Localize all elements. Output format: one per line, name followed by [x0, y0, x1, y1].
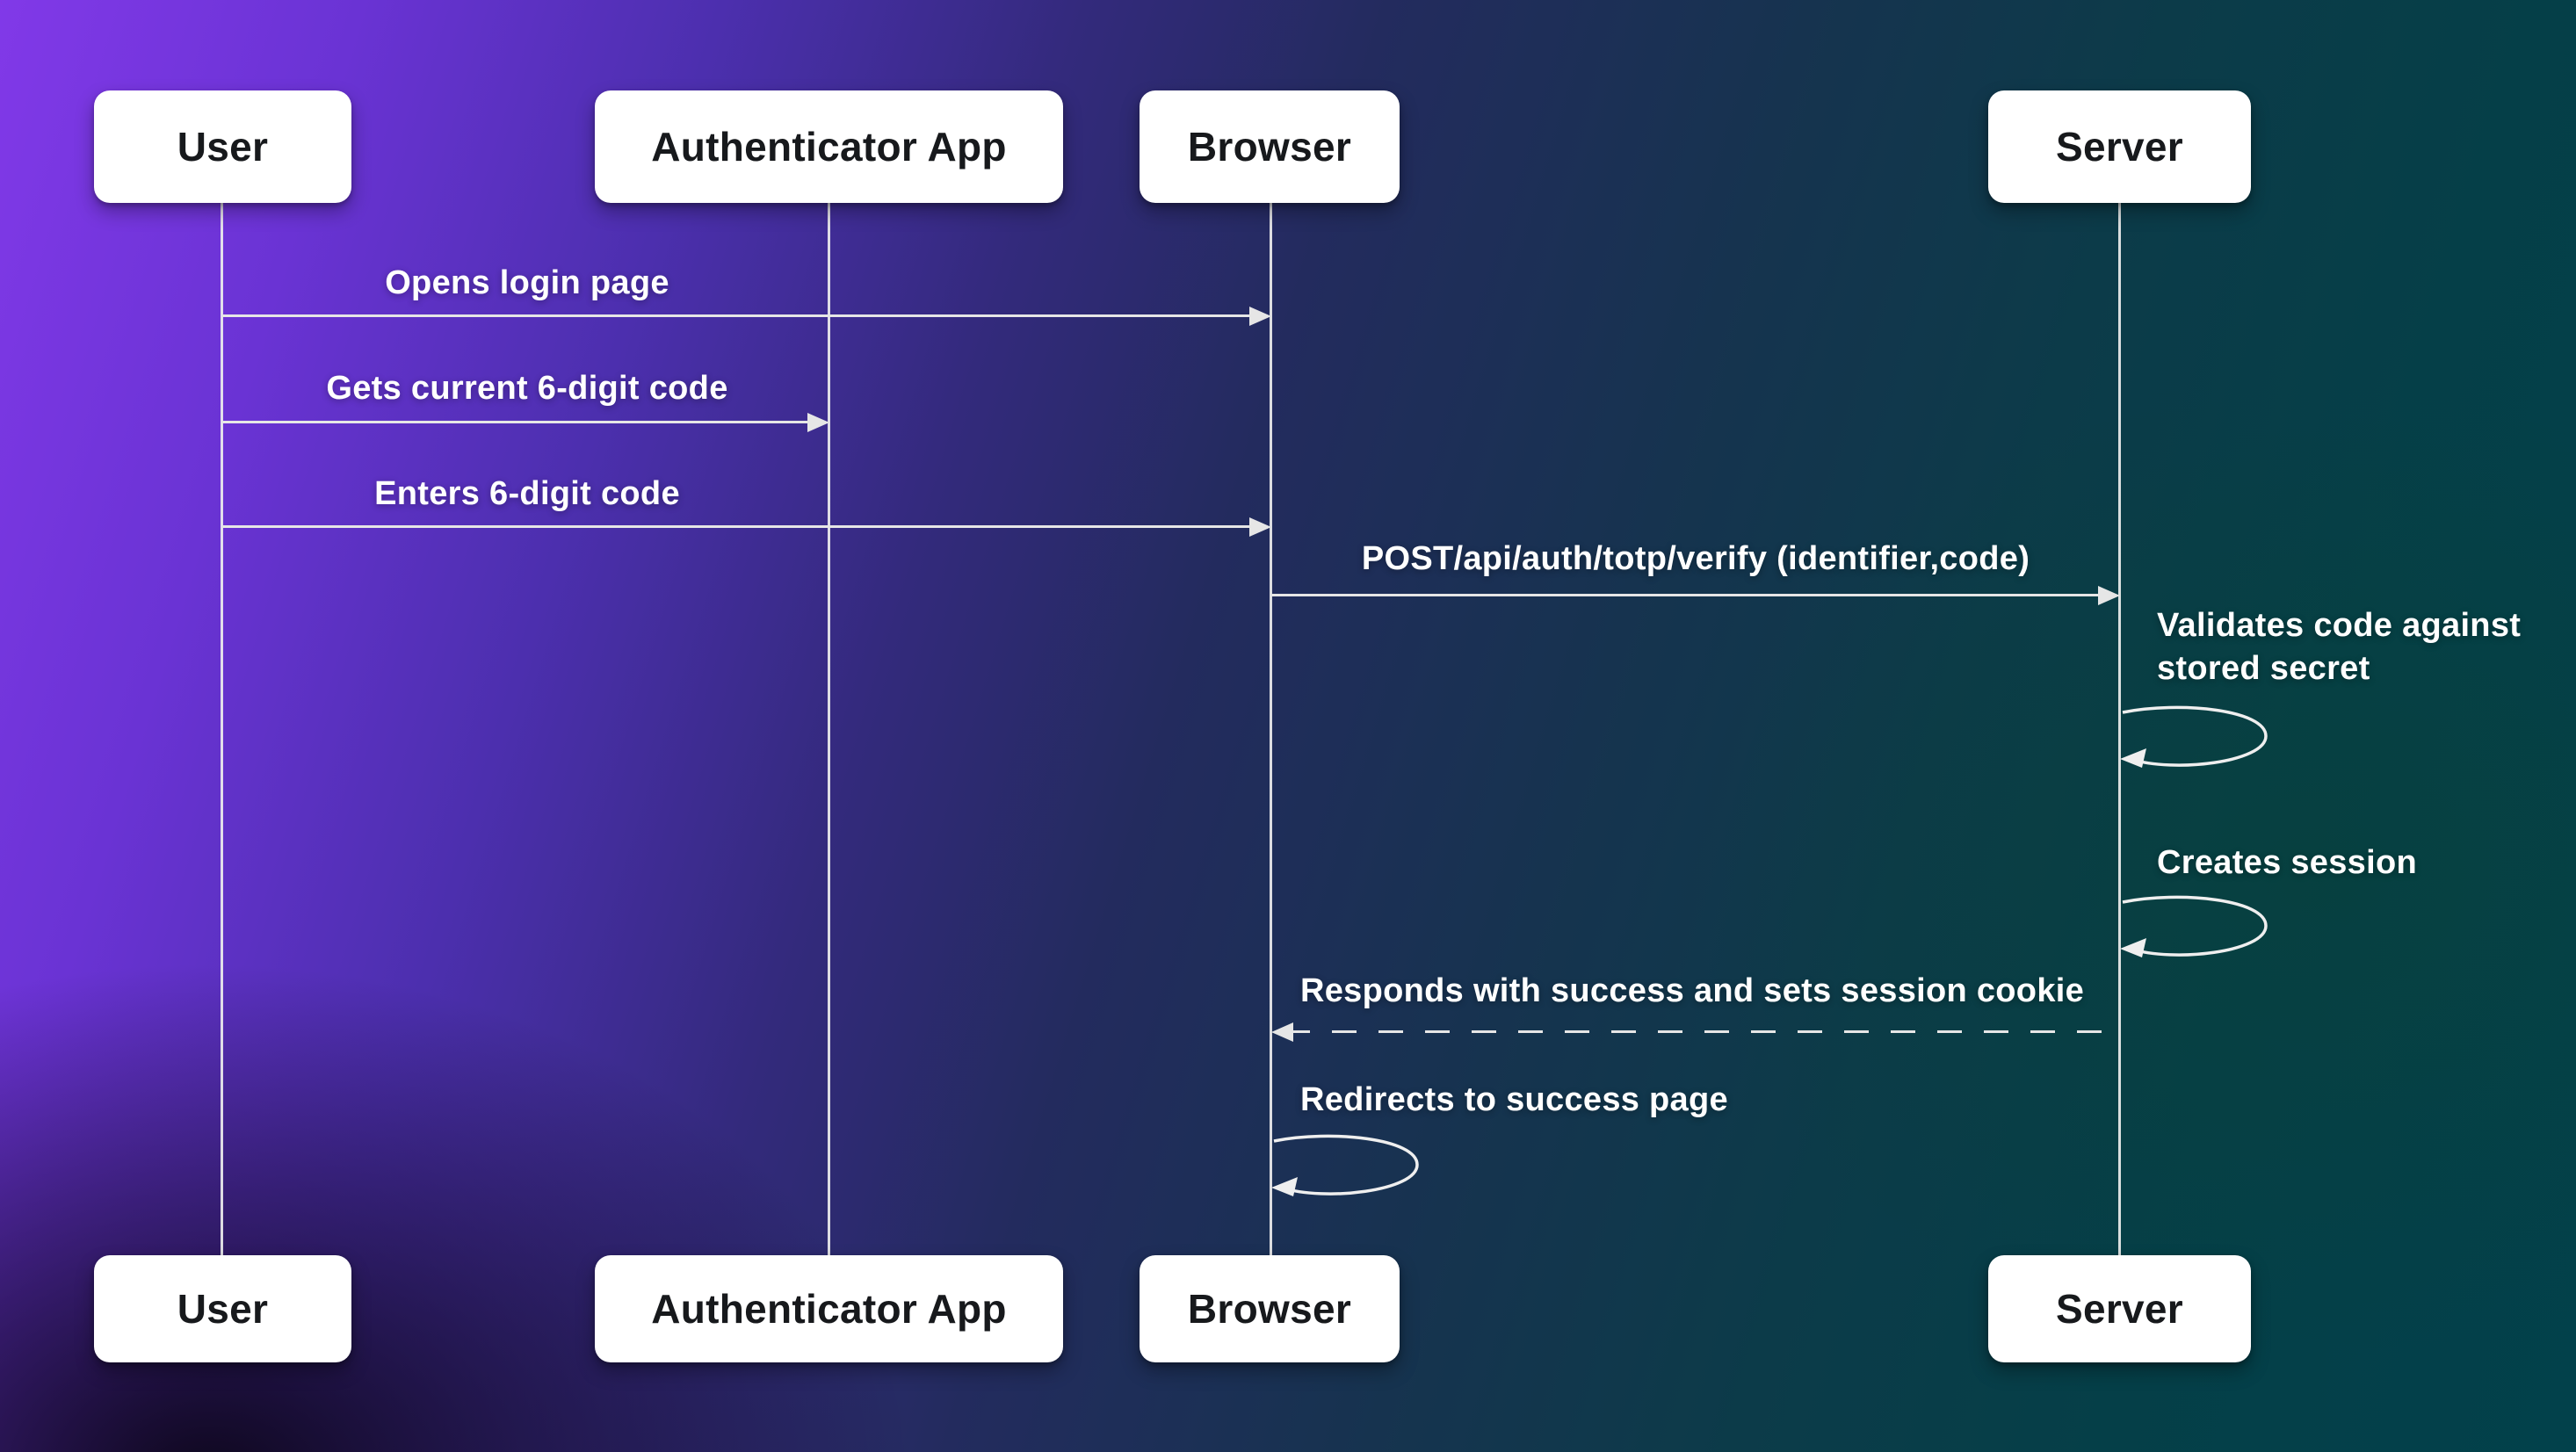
arrow-shaft	[222, 421, 815, 423]
arrow-head-left-icon	[2120, 938, 2146, 957]
message-label-redirects-success: Redirects to success page	[1300, 1081, 1728, 1118]
message-label-opens-login-page: Opens login page	[385, 264, 669, 301]
message-label-enters-code: Enters 6-digit code	[374, 475, 680, 512]
self-loop-path	[1273, 1134, 1419, 1196]
arrow-head-right-icon	[2098, 586, 2120, 605]
arrow-head-right-icon	[1249, 307, 1271, 326]
actor-box-browser-bottom: Browser	[1140, 1255, 1400, 1362]
arrow-head-left-icon	[1271, 1177, 1298, 1196]
message-label-creates-session: Creates session	[2157, 844, 2417, 881]
message-arrow-enters-code	[222, 517, 1271, 537]
actor-label-authenticator-app: Authenticator App	[651, 124, 1007, 170]
self-loop-validates-code	[2120, 705, 2268, 768]
message-label-post-verify: POST/api/auth/totp/verify (identifier,co…	[1361, 540, 2030, 577]
lifeline-browser	[1270, 203, 1272, 1255]
actor-label-browser: Browser	[1187, 124, 1352, 170]
lifeline-authenticator-app	[828, 203, 830, 1255]
message-label-responds-success: Responds with success and sets session c…	[1300, 972, 2085, 1009]
message-arrow-responds-success	[1271, 1022, 2120, 1042]
dashed-arrow-shaft	[1285, 1030, 2120, 1033]
actor-label-authenticator-app: Authenticator App	[651, 1286, 1007, 1332]
self-loop-path	[2122, 895, 2268, 957]
arrow-head-left-icon	[2120, 748, 2146, 768]
arrow-head-left-icon	[1271, 1022, 1293, 1042]
arrow-head-right-icon	[807, 413, 829, 432]
message-arrow-post-verify	[1271, 586, 2120, 605]
self-loop-creates-session	[2120, 895, 2268, 957]
message-label-validates-code: Validates code against stored secret	[2157, 607, 2522, 687]
actor-label-browser: Browser	[1187, 1286, 1352, 1332]
arrow-head-right-icon	[1249, 517, 1271, 537]
actor-box-user-bottom: User	[94, 1255, 351, 1362]
actor-box-authenticator-app-top: Authenticator App	[595, 90, 1063, 203]
arrow-shaft	[222, 525, 1257, 528]
actor-box-server-bottom: Server	[1988, 1255, 2251, 1362]
actor-label-user: User	[177, 1286, 269, 1332]
message-arrow-opens-login-page	[222, 307, 1271, 326]
actor-label-server: Server	[2055, 1286, 2184, 1332]
actor-box-browser-top: Browser	[1140, 90, 1400, 203]
arrow-shaft	[1271, 594, 2106, 596]
actor-box-user-top: User	[94, 90, 351, 203]
lifeline-user	[221, 203, 223, 1255]
arrow-shaft	[222, 314, 1257, 317]
self-loop-path	[2122, 705, 2268, 767]
actor-label-server: Server	[2055, 124, 2184, 170]
message-label-gets-current-code: Gets current 6-digit code	[326, 370, 728, 407]
actor-box-authenticator-app-bottom: Authenticator App	[595, 1255, 1063, 1362]
lifeline-server	[2118, 203, 2121, 1255]
actor-label-user: User	[177, 124, 269, 170]
self-loop-redirects-success	[1271, 1134, 1419, 1196]
message-arrow-gets-current-code	[222, 413, 829, 432]
actor-box-server-top: Server	[1988, 90, 2251, 203]
